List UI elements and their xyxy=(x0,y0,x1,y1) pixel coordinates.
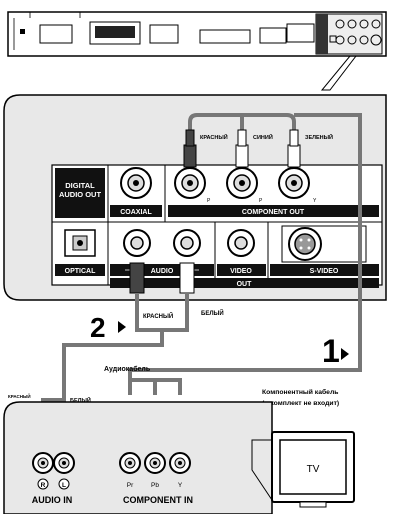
audio-label: AUDIO xyxy=(151,268,174,275)
coaxial-label: COAXIAL xyxy=(120,209,152,216)
tv-audio-in-label: AUDIO IN xyxy=(32,495,73,505)
audio-plug-label-white: БЕЛЫЙ xyxy=(201,309,224,317)
video-out-jack xyxy=(227,229,255,257)
audio-cable-caption: Аудиокабель xyxy=(104,365,151,373)
s-video-label: S-VIDEO xyxy=(310,268,339,275)
player-rear-view xyxy=(7,11,387,91)
tv-component-in-jack-y xyxy=(169,452,191,474)
component-out-jack-y xyxy=(278,167,310,199)
tv-audio-in-jack-r xyxy=(32,452,54,474)
tv-jack-pb-label: Pb xyxy=(151,482,159,489)
step-2-number: 2 xyxy=(90,312,106,343)
tv-component-in-jack-pb xyxy=(144,452,166,474)
audio-out-jack-left xyxy=(123,229,151,257)
tv-jack-y-label: Y xyxy=(178,482,183,489)
tv-audio-label-white: БЕЛЫЙ xyxy=(70,396,91,404)
component-cable-caption-2: (в комплект не входит) xyxy=(262,400,339,407)
jack-pb-label: P xyxy=(259,198,263,204)
panel-enlarged: DIGITAL AUDIO OUT COAXIAL COMPONENT OUT … xyxy=(3,94,387,301)
component-plug-label-red: КРАСНЫЙ xyxy=(200,133,228,141)
video-label: VIDEO xyxy=(230,268,252,275)
optical-label: OPTICAL xyxy=(65,268,96,275)
optical-jack xyxy=(64,229,96,257)
component-out-label: COMPONENT OUT xyxy=(242,209,305,216)
tv-audio-in-jack-l xyxy=(53,452,75,474)
tv-label: TV xyxy=(307,464,320,475)
tv-jack-r-label: R xyxy=(41,482,46,489)
tv-jack-l-label: L xyxy=(62,482,66,489)
component-plug-label-blue: СИНИЙ xyxy=(253,133,273,141)
audio-out-jack-right xyxy=(173,229,201,257)
audio-plug-label-red: КРАСНЫЙ xyxy=(143,312,173,320)
tv-component-in-label: COMPONENT IN xyxy=(123,495,193,505)
digital-audio-out-label-1: DIGITAL xyxy=(65,181,95,190)
digital-audio-out-label-2: AUDIO OUT xyxy=(59,190,102,199)
component-out-jack-pb xyxy=(226,167,258,199)
tv-input-panel: R L AUDIO IN Pr Pb Y COMPONENT IN xyxy=(3,401,273,514)
out-label: OUT xyxy=(237,281,253,288)
component-plug-label-green: ЗЕЛЕНЫЙ xyxy=(305,133,333,141)
component-out-jack-pr xyxy=(174,167,206,199)
s-video-jack xyxy=(281,225,367,263)
jack-y-label: Y xyxy=(313,198,317,204)
tv-component-in-jack-pr xyxy=(119,452,141,474)
coaxial-jack xyxy=(120,167,152,199)
jack-pr-label: P xyxy=(207,198,211,204)
tv-set: TV xyxy=(251,431,355,508)
component-cable-caption-1: Компонентный кабель xyxy=(262,388,338,396)
step-1-number: 1 xyxy=(322,333,340,369)
tv-jack-pr-label: Pr xyxy=(127,482,134,489)
tv-audio-label-red: КРАСНЫЙ xyxy=(8,392,31,399)
